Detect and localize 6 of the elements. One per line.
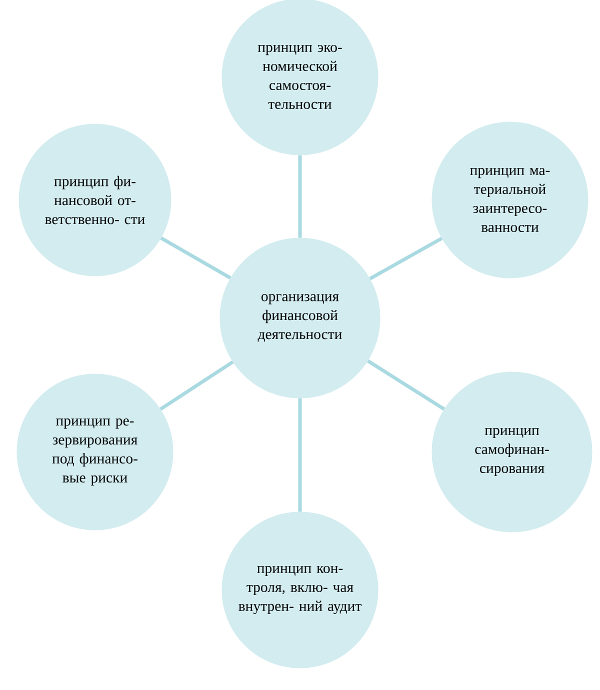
connector-line [160, 360, 234, 411]
connector-line [298, 155, 302, 238]
connector-line [160, 236, 232, 280]
connector-line [298, 398, 302, 512]
connector-line [369, 236, 443, 280]
connector-line [366, 359, 446, 411]
